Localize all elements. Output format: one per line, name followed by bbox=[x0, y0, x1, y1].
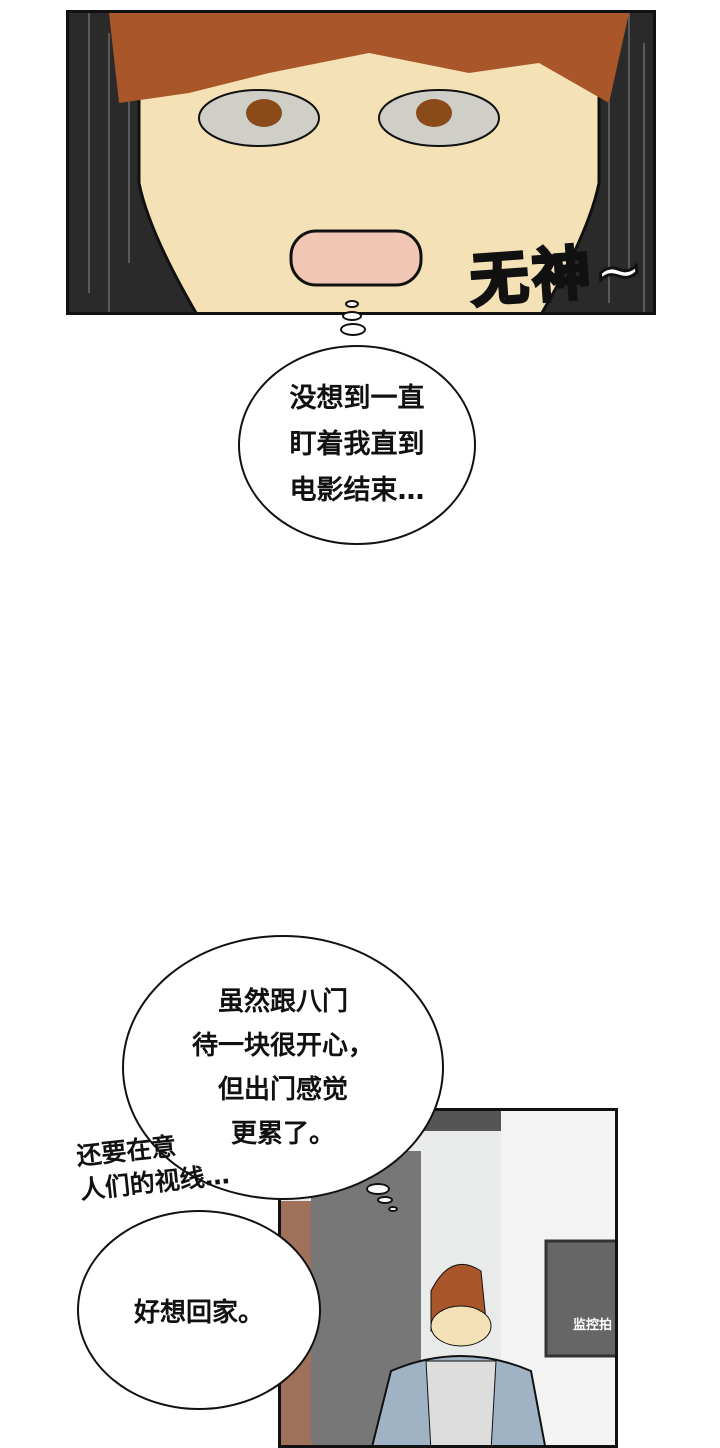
thought-dot bbox=[388, 1206, 398, 1212]
hallway-illustration: 监控拍 bbox=[281, 1111, 615, 1445]
speech-bubble: 虽然跟八门 待一块很开心， 但出门感觉 更累了。 bbox=[122, 935, 444, 1200]
sound-effect-text: 无神~ bbox=[467, 233, 651, 316]
comic-panel-face bbox=[66, 10, 656, 315]
thought-dot bbox=[377, 1196, 393, 1204]
thought-dot bbox=[340, 323, 366, 336]
thought-dot bbox=[342, 311, 362, 321]
side-narration-text: 还要在意 人们的视线… bbox=[75, 1131, 231, 1205]
thought-dot bbox=[366, 1183, 390, 1195]
thought-bubble: 好想回家。 bbox=[77, 1210, 321, 1410]
thought-dot bbox=[345, 300, 359, 308]
speech-bubble: 没想到一直 盯着我直到 电影结束… bbox=[238, 345, 476, 545]
face-illustration bbox=[88, 13, 645, 312]
sign-text: 监控拍 bbox=[573, 1317, 612, 1333]
